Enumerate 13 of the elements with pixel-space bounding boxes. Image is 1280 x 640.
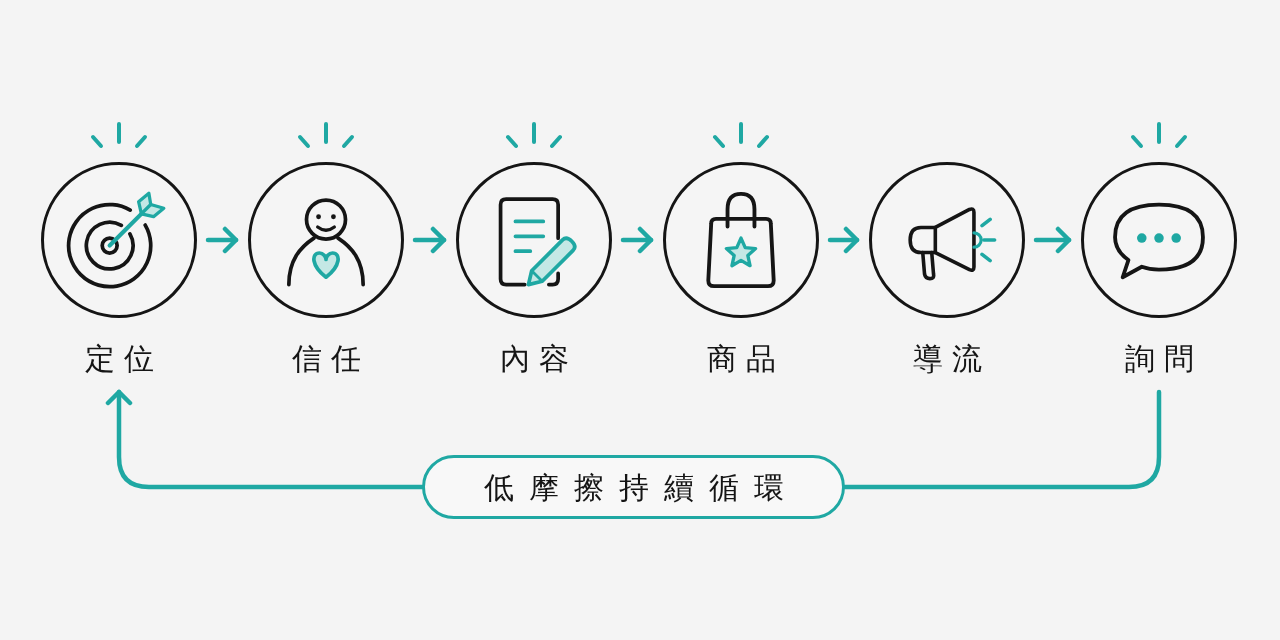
arrow [1033, 226, 1072, 254]
cycle-label: 低摩擦持續循環 [482, 468, 799, 507]
step-label: 內容 [498, 340, 578, 378]
arrow [412, 226, 447, 254]
arrow [205, 226, 239, 254]
step-label: 導流 [911, 340, 991, 378]
arrow [620, 226, 654, 254]
cycle-pill [422, 455, 845, 519]
step-label: 信任 [290, 340, 370, 378]
step-label: 商品 [705, 340, 785, 378]
step-label: 定位 [83, 340, 163, 378]
arrow [827, 226, 860, 254]
step-label: 詢問 [1123, 340, 1203, 378]
